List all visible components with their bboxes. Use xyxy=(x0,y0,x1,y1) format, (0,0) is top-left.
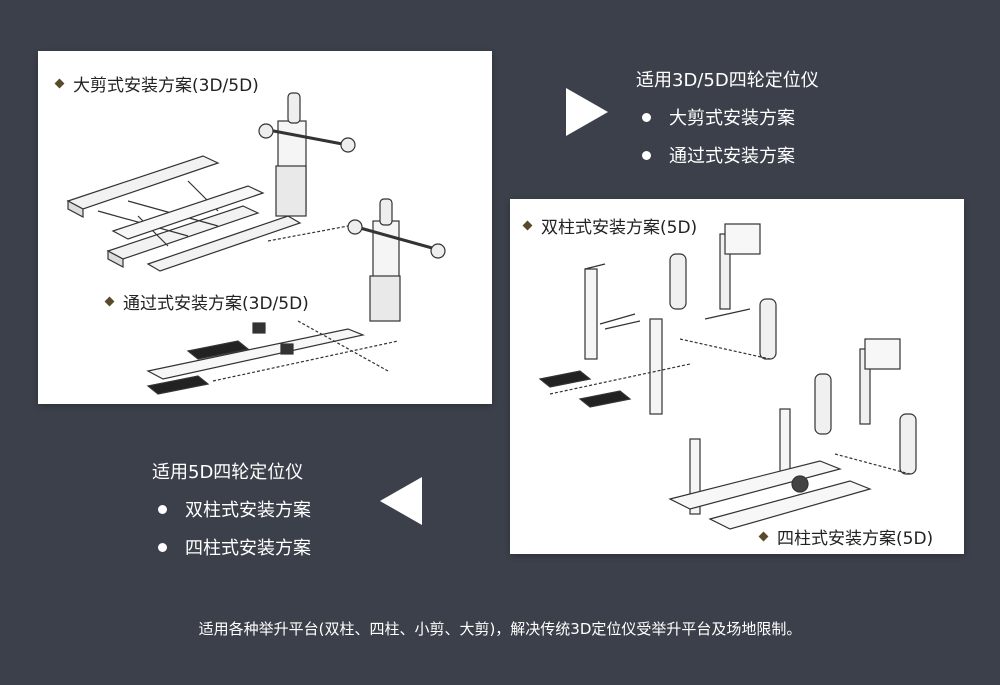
arrow-left-icon xyxy=(380,477,422,525)
info-3d5d: 适用3D/5D四轮定位仪 大剪式安装方案 通过式安装方案 xyxy=(636,66,819,180)
list-item-label: 通过式安装方案 xyxy=(669,146,795,167)
two-four-post-panel: 双柱式安装方案(5D) 四柱式安装方案(5D) xyxy=(510,199,964,554)
scissor-caption-text: 大剪式安装方案(3D/5D) xyxy=(73,76,259,96)
arrow-right-icon xyxy=(566,88,608,136)
list-item: 通过式安装方案 xyxy=(636,142,819,168)
info-3d5d-heading: 适用3D/5D四轮定位仪 xyxy=(636,70,819,91)
info-5d: 适用5D四轮定位仪 双柱式安装方案 四柱式安装方案 xyxy=(152,458,311,572)
bullet-dot-icon xyxy=(158,542,167,552)
info-3d5d-list: 大剪式安装方案 通过式安装方案 xyxy=(636,104,819,168)
list-item-label: 四柱式安装方案 xyxy=(185,538,311,559)
info-5d-list: 双柱式安装方案 四柱式安装方案 xyxy=(152,496,311,560)
scissor-lift-illustration xyxy=(66,92,446,395)
bullet-dot-icon xyxy=(642,112,651,122)
diamond-bullet-icon xyxy=(104,296,115,307)
diamond-bullet-icon xyxy=(758,531,769,542)
post-lift-illustration xyxy=(538,223,917,530)
list-item-label: 大剪式安装方案 xyxy=(669,108,795,129)
scissor-passthrough-panel: 大剪式安装方案(3D/5D) 通过式安装方案(3D/5D) xyxy=(38,51,492,404)
bullet-dot-icon xyxy=(642,150,651,160)
footer-note: 适用各种举升平台(双柱、四柱、小剪、大剪)，解决传统3D定位仪受举升平台及场地限… xyxy=(198,620,802,638)
list-item: 四柱式安装方案 xyxy=(152,534,311,560)
four-post-caption-text: 四柱式安装方案(5D) xyxy=(777,529,934,549)
two-post-caption-text: 双柱式安装方案(5D) xyxy=(541,218,698,238)
four-post-caption: 四柱式安装方案(5D) xyxy=(758,524,934,549)
passthrough-caption-text: 通过式安装方案(3D/5D) xyxy=(123,294,309,314)
diamond-bullet-icon xyxy=(54,78,65,89)
list-item: 大剪式安装方案 xyxy=(636,104,819,130)
info-5d-heading: 适用5D四轮定位仪 xyxy=(152,462,304,483)
scissor-caption: 大剪式安装方案(3D/5D) xyxy=(54,71,259,96)
list-item: 双柱式安装方案 xyxy=(152,496,311,522)
diamond-bullet-icon xyxy=(522,220,533,231)
bullet-dot-icon xyxy=(158,504,167,514)
list-item-label: 双柱式安装方案 xyxy=(185,500,311,521)
passthrough-caption: 通过式安装方案(3D/5D) xyxy=(104,289,309,314)
two-post-caption: 双柱式安装方案(5D) xyxy=(522,213,698,238)
